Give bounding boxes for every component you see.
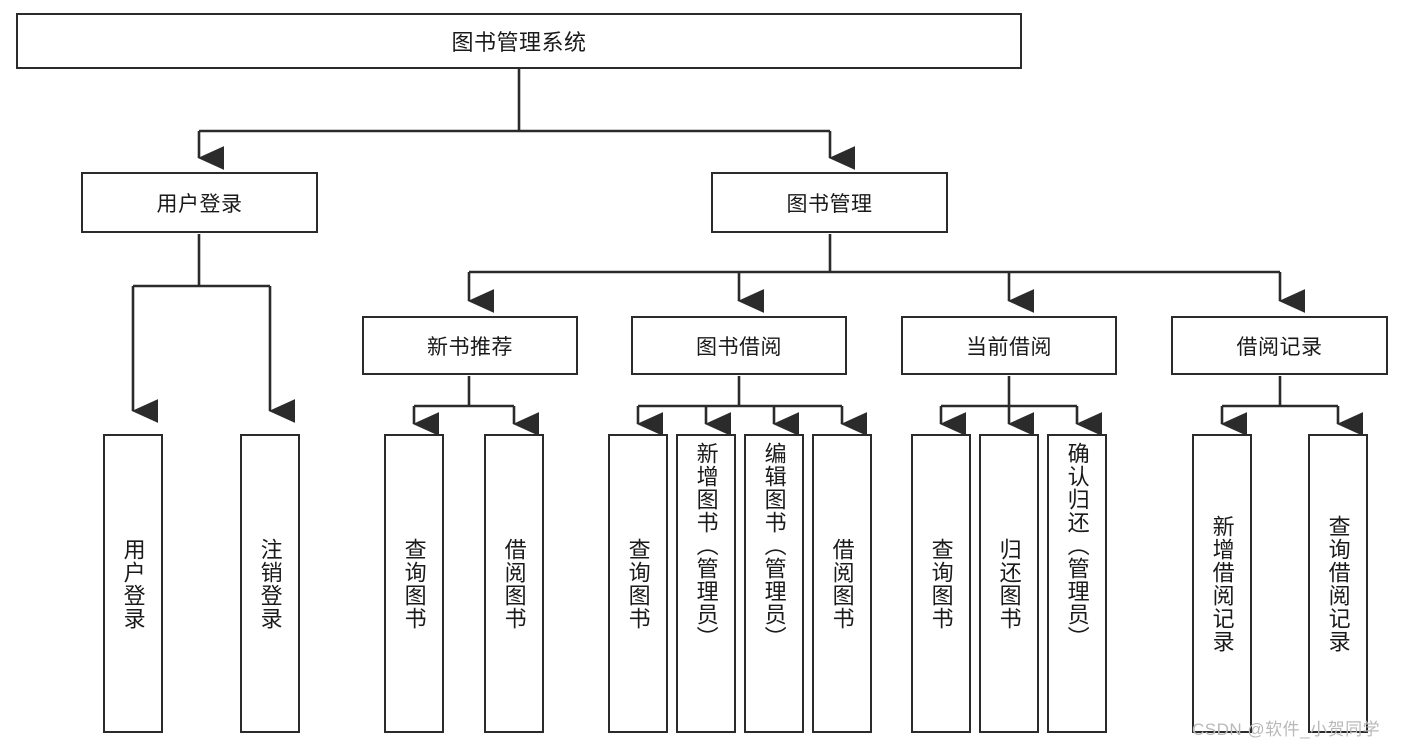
node-leaf-query-book-2[interactable]: 查询图书 bbox=[608, 434, 668, 733]
node-leaf-add-book[interactable]: 新增图书（管理员） bbox=[676, 434, 736, 733]
node-user-login[interactable]: 用户登录 bbox=[81, 172, 318, 233]
node-root-title[interactable]: 图书管理系统 bbox=[16, 13, 1022, 69]
node-leaf-query-record[interactable]: 查询借阅记录 bbox=[1308, 434, 1368, 733]
node-leaf-query-book-3[interactable]: 查询图书 bbox=[911, 434, 971, 733]
node-book-borrow[interactable]: 图书借阅 bbox=[631, 316, 847, 375]
node-leaf-confirm-return[interactable]: 确认归还（管理员） bbox=[1047, 434, 1107, 733]
node-leaf-user-login[interactable]: 用户登录 bbox=[103, 434, 163, 733]
node-new-book-recommend[interactable]: 新书推荐 bbox=[362, 316, 578, 375]
node-leaf-return-book[interactable]: 归还图书 bbox=[979, 434, 1039, 733]
node-leaf-query-book-1[interactable]: 查询图书 bbox=[384, 434, 444, 733]
node-book-management[interactable]: 图书管理 bbox=[711, 172, 948, 233]
node-current-borrow[interactable]: 当前借阅 bbox=[901, 316, 1117, 375]
node-leaf-logout-login[interactable]: 注销登录 bbox=[240, 434, 300, 733]
node-borrow-record[interactable]: 借阅记录 bbox=[1171, 316, 1388, 375]
watermark-label: CSDN @软件_小贺同学 bbox=[1192, 720, 1381, 739]
node-leaf-edit-book[interactable]: 编辑图书（管理员） bbox=[744, 434, 804, 733]
node-leaf-borrow-book-2[interactable]: 借阅图书 bbox=[812, 434, 872, 733]
node-leaf-borrow-book-1[interactable]: 借阅图书 bbox=[484, 434, 544, 733]
node-leaf-add-record[interactable]: 新增借阅记录 bbox=[1192, 434, 1252, 733]
